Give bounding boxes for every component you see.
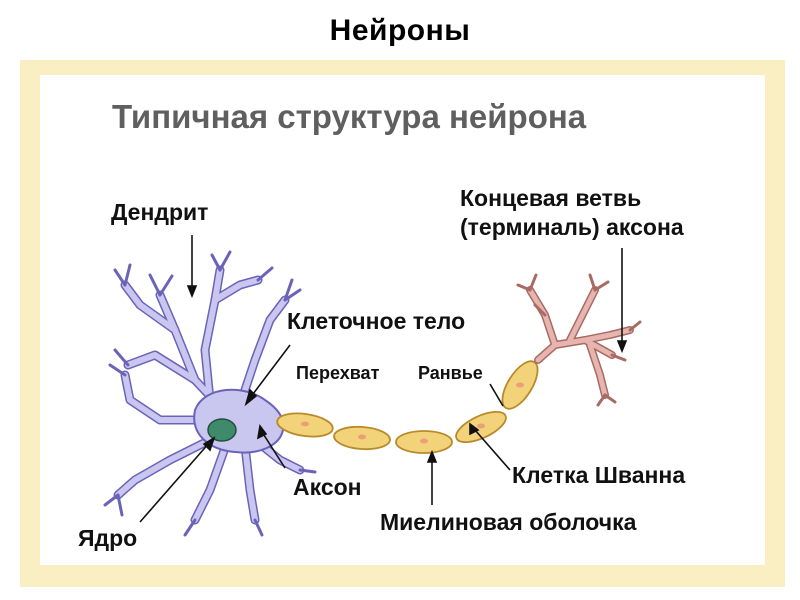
label-dendrite: Дендрит [111, 199, 209, 225]
label-myelin-sheath: Миелиновая оболочка [380, 509, 637, 535]
label-nucleus: Ядро [78, 525, 138, 551]
dendrites [103, 250, 317, 537]
nucleus-shape [207, 418, 237, 442]
label-cell-body: Клеточное тело [287, 308, 466, 334]
label-axon: Аксон [293, 474, 362, 500]
axon-terminal [516, 273, 642, 407]
label-schwann-cell: Клетка Шванна [512, 462, 686, 488]
diagram-title: Типичная структура нейрона [112, 98, 587, 135]
label-axon-terminal-line2: (терминаль) аксона [460, 214, 684, 240]
label-node-ranvier-1: Перехват [296, 363, 380, 383]
label-axon-terminal-line1: Концевая ветвь [460, 185, 642, 211]
page-title: Нейроны [329, 14, 471, 47]
label-node-ranvier-2: Ранвье [418, 363, 483, 383]
pointer-lines [139, 235, 628, 523]
